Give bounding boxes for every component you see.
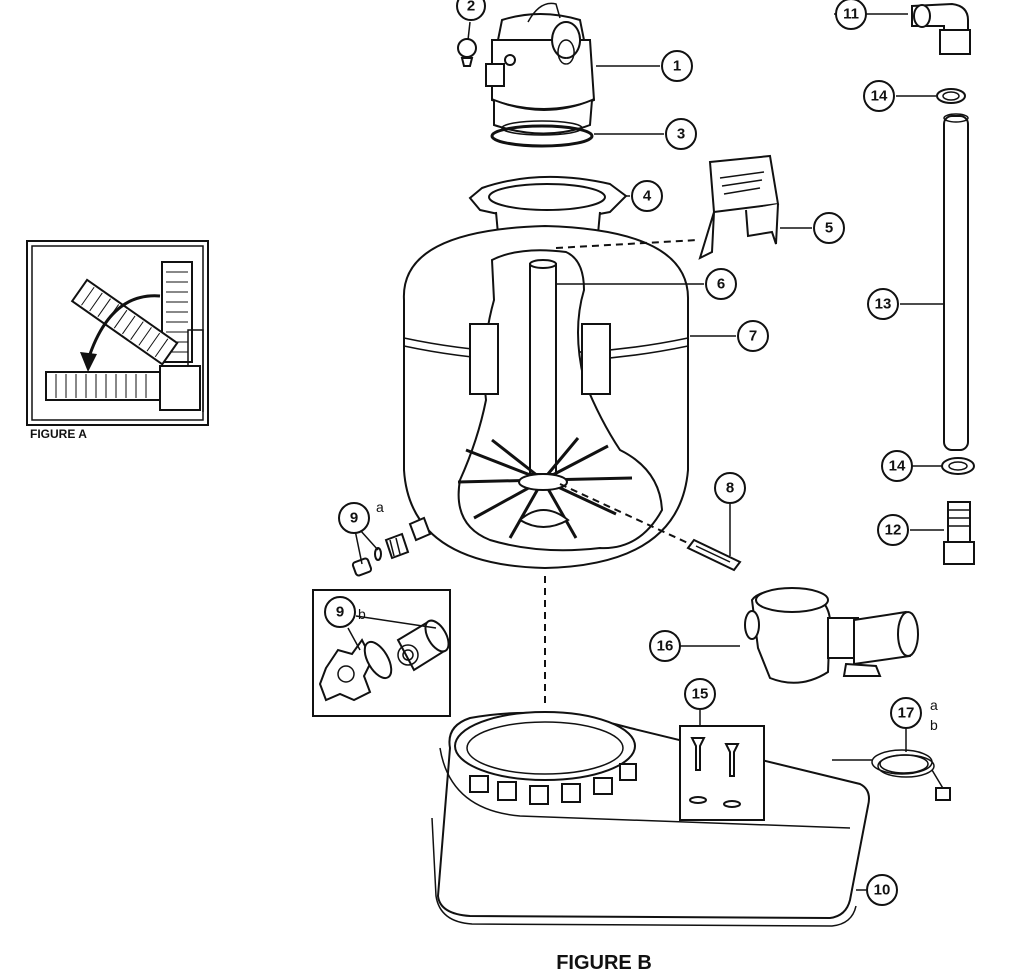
callout-3: 3 — [665, 118, 697, 150]
svg-text:10: 10 — [874, 882, 891, 899]
svg-text:1: 1 — [673, 58, 681, 75]
callout-9b: 9 — [324, 596, 356, 628]
hose-clamp-bottom — [941, 457, 975, 475]
callout-7: 7 — [737, 320, 769, 352]
multiport-valve — [457, 2, 596, 135]
figure-b-label: FIGURE B — [556, 952, 652, 974]
callout-17: 17 — [890, 697, 922, 729]
sub-label-17a: a — [930, 697, 938, 713]
svg-text:16: 16 — [657, 638, 674, 655]
svg-text:11: 11 — [843, 6, 859, 23]
figure-a-label: FIGURE A — [30, 427, 87, 441]
svg-text:9: 9 — [350, 510, 358, 527]
svg-text:6: 6 — [717, 276, 725, 293]
callout-5: 5 — [813, 212, 845, 244]
leader-lines — [347, 13, 944, 891]
svg-text:4: 4 — [643, 188, 652, 205]
svg-text:12: 12 — [885, 522, 902, 539]
callout-13: 13 — [867, 288, 899, 320]
svg-text:8: 8 — [726, 480, 734, 497]
valve-o-ring — [490, 120, 594, 148]
svg-text:13: 13 — [875, 296, 892, 313]
svg-text:17: 17 — [898, 705, 915, 722]
callout-14-top: 14 — [863, 80, 895, 112]
callout-10: 10 — [866, 874, 898, 906]
callout-16: 16 — [649, 630, 681, 662]
callout-8: 8 — [714, 472, 746, 504]
callout-15: 15 — [684, 678, 716, 710]
svg-text:7: 7 — [749, 328, 757, 345]
callout-4: 4 — [631, 180, 663, 212]
sub-label-17b: b — [930, 717, 938, 733]
hose-clamp-top — [936, 88, 966, 104]
svg-text:9: 9 — [336, 604, 344, 621]
filter-tank — [402, 224, 699, 570]
svg-text:5: 5 — [825, 220, 833, 237]
callout-11: 11 — [835, 0, 867, 30]
drain-cap-assembly — [351, 532, 410, 577]
svg-text:15: 15 — [692, 686, 709, 703]
base-screws — [679, 725, 765, 821]
callout-1: 1 — [661, 50, 693, 82]
instruction-tag — [698, 154, 780, 260]
svg-text:3: 3 — [677, 126, 685, 143]
pump-motor — [744, 587, 919, 684]
callout-6: 6 — [705, 268, 737, 300]
svg-text:14: 14 — [871, 88, 888, 105]
hose-adapter — [943, 501, 975, 565]
callout-2: 2 — [456, 0, 486, 21]
callout-14-bottom: 14 — [881, 450, 913, 482]
drain-pipe-part — [559, 483, 742, 572]
callout-12: 12 — [877, 514, 909, 546]
sub-label-9b: b — [358, 606, 366, 622]
svg-text:2: 2 — [467, 0, 475, 15]
elbow-fitting — [911, 2, 971, 55]
sub-label-9a: a — [376, 499, 384, 515]
tank-flange — [468, 175, 628, 241]
power-cord — [832, 749, 951, 801]
figure-a-inset: FIGURE A — [26, 240, 209, 441]
hose-pipe — [943, 113, 969, 451]
svg-text:14: 14 — [889, 458, 906, 475]
callout-9a: 9 — [338, 502, 370, 534]
